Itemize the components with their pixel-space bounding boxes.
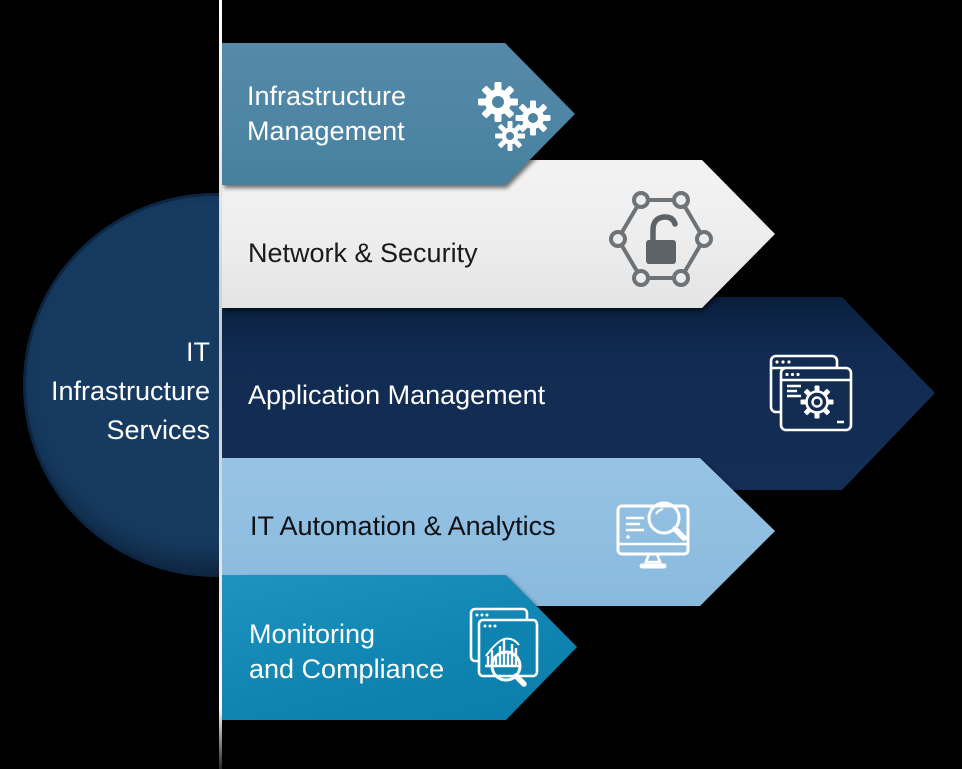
banner-label: Monitoring and Compliance <box>249 619 445 684</box>
app-window-gear-icon <box>769 354 853 432</box>
hub-label: IT Infrastructure Services <box>50 337 210 445</box>
divider-line <box>219 0 222 769</box>
banner-label: Application Management <box>248 380 546 410</box>
dashboard-magnifier-icon <box>469 607 539 687</box>
banner-application-management: Application Management <box>222 297 935 490</box>
banner-label: Network & Security <box>248 238 478 268</box>
gears-icon <box>478 82 551 151</box>
network-security-lock-icon <box>609 191 713 287</box>
banner-arrow-shape: Application Management <box>222 297 935 490</box>
banner-monitoring-compliance: Monitoring and Compliance <box>222 575 577 720</box>
banner-arrow-shape: Infrastructure Management <box>222 43 575 185</box>
banner-arrow-shape: Monitoring and Compliance <box>222 575 577 720</box>
banner-infrastructure-management: Infrastructure Management <box>222 43 575 185</box>
banner-label: IT Automation & Analytics <box>250 511 556 541</box>
monitor-magnifier-icon <box>616 501 690 569</box>
banner-label: Infrastructure Management <box>247 81 407 146</box>
